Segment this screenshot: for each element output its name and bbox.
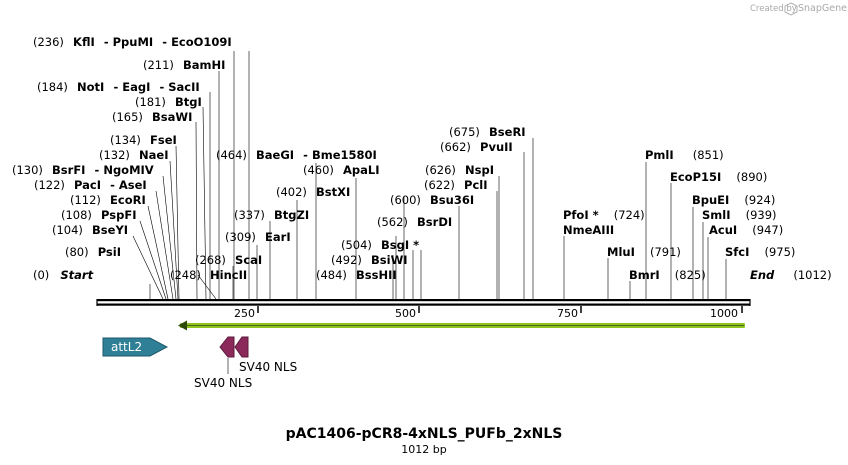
site-naei[interactable]: (132) NaeI <box>99 144 169 163</box>
tick-label-500: 500 <box>395 307 416 320</box>
site-pfoi[interactable]: PfoI * (724) <box>563 204 645 223</box>
site-line-pspfi <box>139 220 167 300</box>
site-scai[interactable]: (268) ScaI <box>195 249 262 268</box>
site-ecop15i[interactable]: EcoP15I (890) <box>670 166 767 185</box>
sequence-ruler: 250 500 750 1000 <box>96 299 751 320</box>
ruler-bottom-strand <box>97 303 750 306</box>
site-line-fsei <box>175 145 180 300</box>
site-labels: (236) KflI - PpuMI - EcoO109I (211) BamH… <box>12 31 832 283</box>
feature-sv40-nls-1[interactable]: SV40 NLS <box>194 336 252 390</box>
site-bsawi[interactable]: (165) BsaWI <box>112 106 192 125</box>
site-eari[interactable]: (309) EarI <box>225 226 291 245</box>
site-btgzi[interactable]: (337) BtgZI <box>234 204 309 223</box>
tick-label-1000: 1000 <box>710 307 738 320</box>
site-paci[interactable]: (122) PacI - AseI <box>34 174 147 193</box>
attl2-label: attL2 <box>111 340 142 354</box>
site-bsu36i[interactable]: (600) Bsu36I <box>390 189 474 208</box>
site-line-bsrfi <box>162 175 177 300</box>
site-hincii[interactable]: (248) HincII <box>170 264 247 283</box>
site-nspi[interactable]: (626) NspI <box>425 159 494 178</box>
site-bstxi[interactable]: (402) BstXI <box>276 181 350 200</box>
site-beri[interactable]: (675) BseRI <box>449 121 526 140</box>
site-mlui[interactable]: MluI (791) <box>607 241 681 260</box>
site-lines <box>132 51 727 300</box>
site-apali[interactable]: (460) ApaLI <box>303 159 380 178</box>
site-line-btgi <box>202 106 207 300</box>
tick-label-750: 750 <box>557 307 578 320</box>
snapgene-logo-icon <box>784 2 798 16</box>
site-baegi[interactable]: (464) BaeGI - Bme1580I <box>216 144 377 163</box>
end-marker: End (1012) <box>750 264 832 283</box>
orf-arrowhead-icon <box>178 320 187 331</box>
nls-2-label: SV40 NLS <box>239 360 297 374</box>
site-bsrdi[interactable]: (562) BsrDI <box>377 211 452 230</box>
map-title: pAC1406-pCR8-4xNLS_PUFb_2xNLS <box>286 426 563 442</box>
site-btgi[interactable]: (181) BtgI <box>135 91 202 110</box>
site-bseyi[interactable]: (104) BseYI <box>52 219 128 238</box>
site-acui[interactable]: AcuI (947) <box>709 219 783 238</box>
site-bsrfi[interactable]: (130) BsrFI - NgoMIV <box>12 159 154 178</box>
site-psii[interactable]: (80) PsiI <box>65 241 121 260</box>
snapgene-credit: Created by SnapGene <box>750 2 847 16</box>
site-line-bseyi <box>132 235 164 300</box>
nls-1-label: SV40 NLS <box>194 376 252 390</box>
credit-prefix: Created by <box>750 4 797 14</box>
site-line-paci <box>155 190 174 300</box>
site-pcli[interactable]: (622) PclI <box>424 174 488 193</box>
site-bamhi[interactable]: (211) BamHI <box>143 54 225 73</box>
site-fsei[interactable]: (134) FseI <box>110 129 177 148</box>
site-kfli[interactable]: (236) KflI - PpuMI - EcoO109I <box>33 31 232 50</box>
site-bsshii[interactable]: (484) BssHII <box>316 264 397 283</box>
site-noti[interactable]: (184) NotI - EagI - SacII <box>37 76 200 95</box>
tick-label-250: 250 <box>234 307 255 320</box>
sequence-length: 1012 bp <box>401 443 446 456</box>
site-bsgi[interactable]: (504) BsgI * <box>341 234 419 253</box>
orf-arrow[interactable] <box>178 320 745 331</box>
start-marker: (0) Start <box>33 264 94 283</box>
nls-2-arrow-icon <box>234 336 249 358</box>
site-ecori[interactable]: (112) EcoRI <box>70 189 146 208</box>
feature-attl2[interactable]: attL2 <box>102 337 169 357</box>
site-sfci[interactable]: SfcI (975) <box>725 241 795 260</box>
nls-1-arrow-icon <box>219 336 235 358</box>
site-pspfi[interactable]: (108) PspFI <box>61 204 136 223</box>
site-line-hincii <box>197 274 217 300</box>
site-bpuei[interactable]: BpuEI (924) <box>692 189 775 208</box>
site-bsiwi[interactable]: (492) BsiWI <box>331 249 408 268</box>
site-pvuii[interactable]: (662) PvuII <box>440 136 513 155</box>
ruler-top-strand <box>97 299 750 302</box>
site-bmri[interactable]: BmrI (825) <box>629 264 706 283</box>
attl2-arrow-icon <box>102 337 169 357</box>
site-smli[interactable]: SmlI (939) <box>702 204 777 223</box>
site-line-ecori <box>147 205 169 300</box>
feature-sv40-nls-2[interactable]: SV40 NLS <box>234 336 297 374</box>
site-line-naei <box>169 160 179 300</box>
site-nmeaiii[interactable]: NmeAIII <box>563 223 614 237</box>
credit-brand: SnapGene <box>798 3 847 14</box>
site-pmli[interactable]: PmlI (851) <box>645 144 724 163</box>
site-line-bsawi <box>195 121 198 300</box>
